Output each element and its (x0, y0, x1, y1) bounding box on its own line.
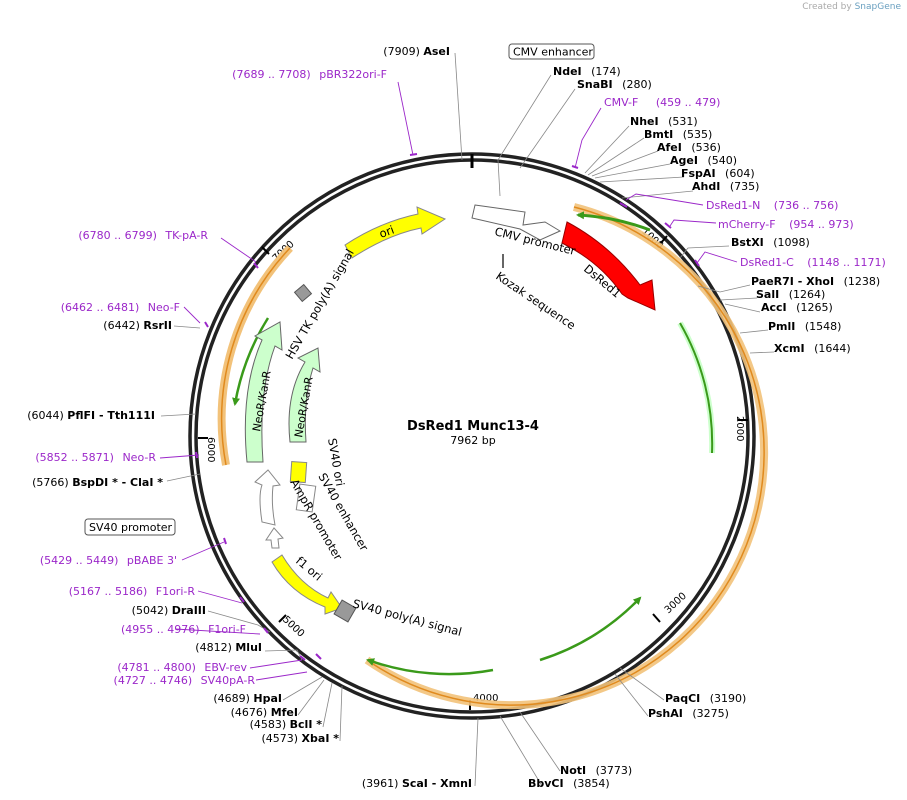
enzyme-leaders (160, 52, 775, 787)
enzyme-bmti: BmtI (535) (644, 128, 712, 141)
insert-band (217, 203, 769, 710)
enzyme-xcmi: XcmI (1644) (774, 342, 851, 355)
enzyme-bbvci: BbvCI (3854) (528, 777, 610, 790)
enzyme-sali: SalI (1264) (756, 288, 825, 301)
enzyme-snabi: SnaBI (280) (577, 78, 652, 91)
tick-1000 (659, 235, 668, 245)
sv40-polya-label: SV40 poly(A) signal (351, 596, 463, 639)
tick-marks: 1000 2000 3000 4000 5000 6000 7000 (198, 226, 748, 710)
tick-5000 (278, 614, 287, 623)
enzyme-mlui: (4812) MluI (195, 641, 262, 654)
ampr-small-arrow (265, 527, 284, 549)
plasmid-name: DsRed1 Munc13-4 (407, 419, 539, 434)
ampr-promoter-arrow (254, 469, 281, 526)
enzyme-bstxi: BstXI (1098) (731, 236, 810, 249)
ori-arrow (344, 206, 447, 259)
sv40-ori-box (289, 461, 308, 484)
sv40-enhancer-box (295, 483, 317, 513)
enzyme-labels: (7909) AseI NdeI (174) SnaBI (280) NheI … (27, 45, 880, 790)
tick-7000 (261, 246, 270, 255)
primer-marks (195, 153, 700, 661)
primer-cmv-f: CMV-F (459 .. 479) (604, 96, 720, 109)
green-arcs (232, 211, 716, 676)
primer-mcherry-f: mCherry-F (954 .. 973) (718, 218, 854, 231)
tick-label-2000: 2000 (734, 416, 745, 441)
enzyme-fspai: FspAI (604) (681, 167, 755, 180)
sv40-promoter-box (84, 518, 176, 536)
primer-pbabe-3: (5429 .. 5449) pBABE 3' (40, 554, 177, 567)
enzyme-rsrii: (6442) RsrII (103, 319, 172, 332)
feature-labels: CMV enhancer CMV promoter DsRed1 Kozak s… (84, 43, 624, 639)
features (244, 204, 656, 623)
neor-kanr-arrow-inner (288, 347, 321, 443)
primer-neo-f: (6462 .. 6481) Neo-F (61, 301, 180, 314)
enzyme-asei: (7909) AseI (383, 45, 450, 58)
enzyme-draiii: (5042) DraIII (132, 604, 206, 617)
enzyme-nhei: NheI (531) (630, 115, 698, 128)
enzyme-agei: AgeI (540) (670, 154, 737, 167)
enzyme-ndei: NdeI (174) (553, 65, 621, 78)
created-by-text: Created by (802, 2, 852, 12)
dsred1-arrow (561, 221, 656, 311)
primer-sv40pa-r: (4727 .. 4746) SV40pA-R (114, 674, 256, 687)
sv40-promoter-label: SV40 promoter (89, 521, 173, 534)
neor-kanr-arrow-outer (244, 321, 283, 463)
plasmid-size: 7962 bp (450, 434, 495, 447)
enzyme-bspdi-clai: (5766) BspDI * - ClaI * (32, 476, 163, 489)
primer-labels: (7689 .. 7708) pBR322ori-F CMV-F (459 ..… (35, 68, 885, 687)
primer-neo-r: (5852 .. 5871) Neo-R (35, 451, 156, 464)
cmv-promoter-arrow (471, 204, 562, 241)
enzyme-bcli: (4583) BclI * (250, 718, 323, 731)
enzyme-scai-xmni: (3961) ScaI - XmnI (362, 777, 472, 790)
primer-tk-pa-r: (6780 .. 6799) TK-pA-R (78, 229, 208, 242)
enzyme-pshai: PshAI (3275) (648, 707, 729, 720)
hsv-tk-polya-box (293, 283, 313, 303)
cmv-enhancer-label: CMV enhancer (513, 46, 593, 59)
primer-dsred1-n: DsRed1-N (736 .. 756) (706, 199, 838, 212)
snapgene-brand: SnapGene (854, 2, 901, 12)
enzyme-mfei: (4676) MfeI (231, 706, 298, 719)
plasmid-backbone (188, 152, 756, 720)
enzyme-pflfi-tth111i: (6044) PflFI - Tth111I (27, 409, 155, 422)
snapgene-credit: Created by SnapGene (802, 2, 901, 12)
enzyme-ahdi: AhdI (735) (692, 180, 759, 193)
tick-label-6000: 6000 (205, 437, 216, 462)
kozak-label: Kozak sequence (493, 269, 578, 333)
primer-leaders (159, 81, 738, 681)
primer-pbr322ori-f: (7689 .. 7708) pBR322ori-F (232, 68, 387, 81)
hsv-tk-polya-label: HSV TK poly(A) signal (282, 247, 356, 362)
enzyme-acci: AccI (1265) (761, 301, 833, 314)
tick-label-4000: 4000 (473, 693, 498, 704)
enzyme-afei: AfeI (536) (657, 141, 721, 154)
ori-label: ori (377, 223, 396, 241)
primer-f1ori-f: (4955 .. 4976) F1ori-F (121, 623, 246, 636)
primer-ebv-rev: (4781 .. 4800) EBV-rev (117, 661, 247, 674)
enzyme-pmli: PmlI (1548) (768, 320, 841, 333)
enzyme-xbai: (4573) XbaI * (261, 732, 339, 745)
tick-3000 (652, 613, 661, 623)
enzyme-paqci: PaqCI (3190) (665, 692, 746, 705)
sv40-polya-box (333, 599, 357, 623)
cmv-enhancer-box (508, 43, 595, 60)
f1-ori-arrow (271, 554, 343, 615)
primer-dsred1-c: DsRed1-C (1148 .. 1171) (740, 256, 886, 269)
enzyme-paer7i-xhoi: PaeR7I - XhoI (1238) (751, 275, 880, 288)
enzyme-noti: NotI (3773) (560, 764, 632, 777)
primer-f1ori-r: (5167 .. 5186) F1ori-R (69, 585, 196, 598)
enzyme-hpai: (4689) HpaI (213, 692, 282, 705)
